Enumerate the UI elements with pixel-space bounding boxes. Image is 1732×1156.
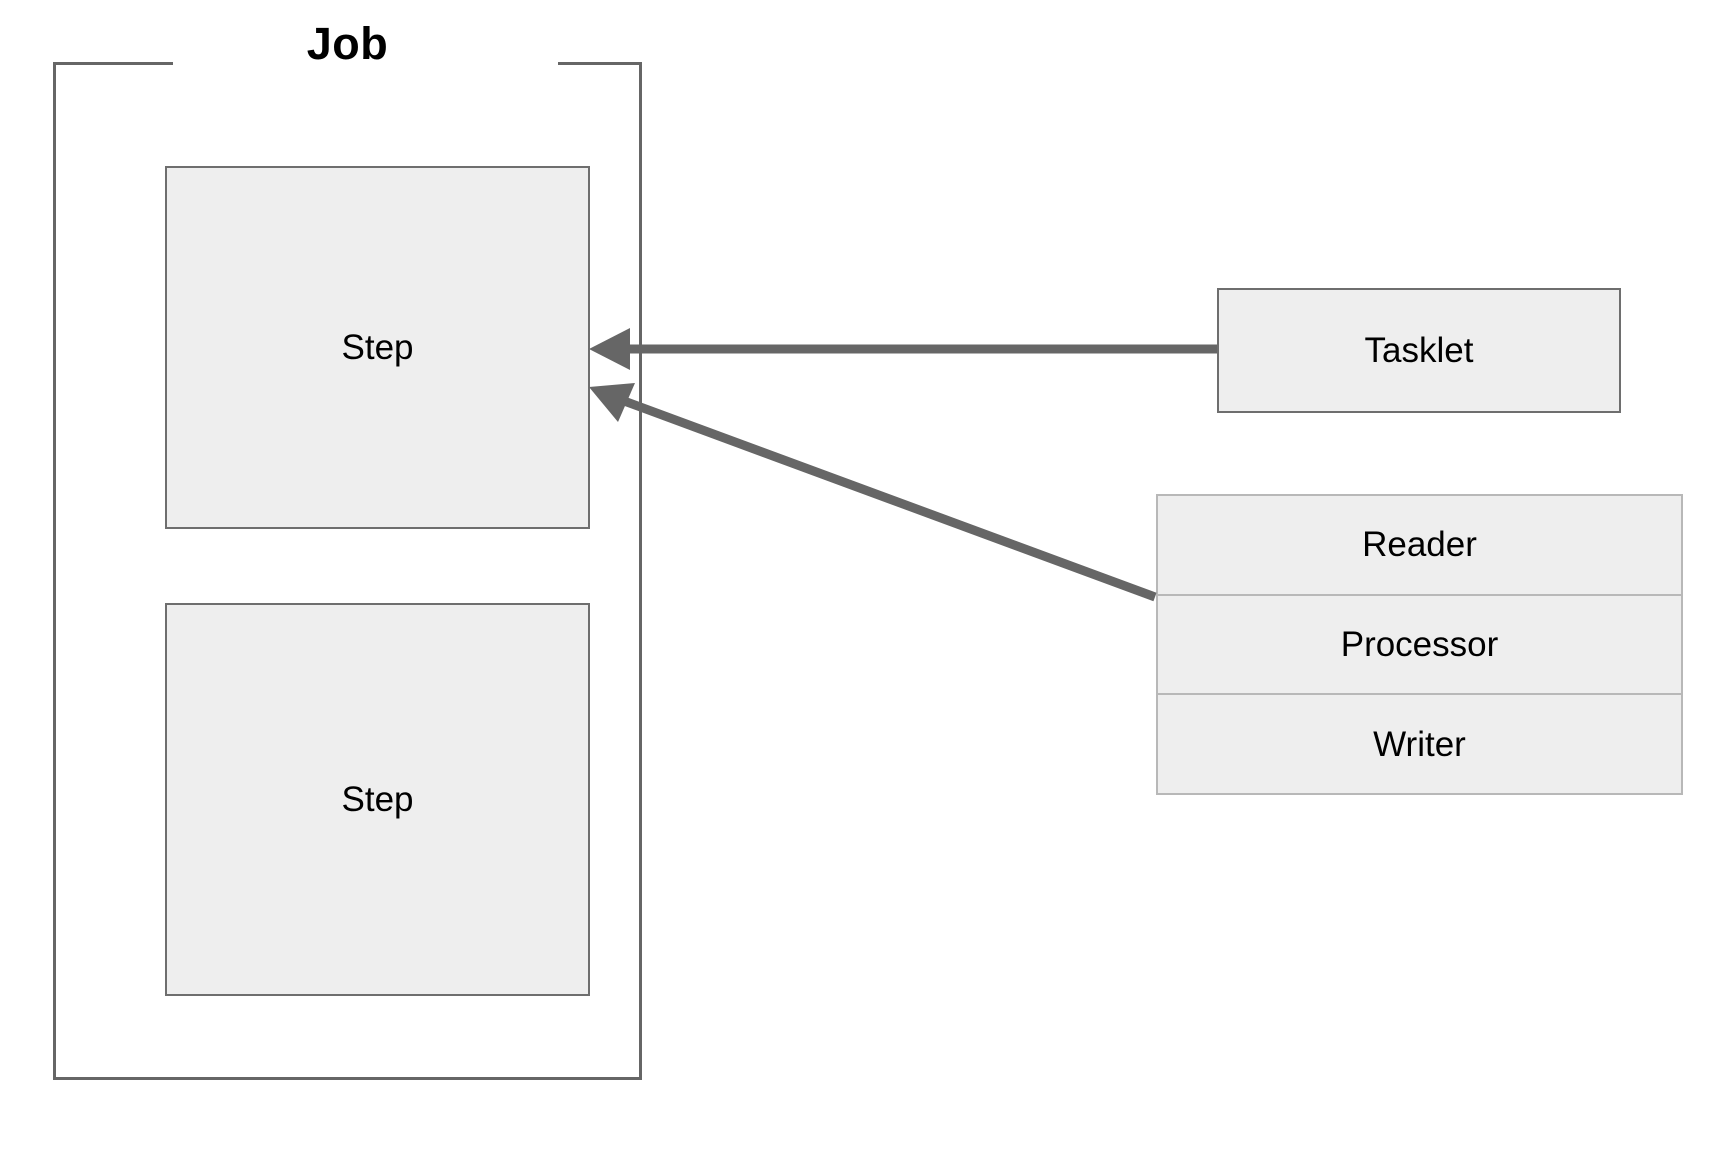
connector-chunk-to-step-line: [614, 393, 1157, 602]
connector-chunk-to-step: [589, 383, 1157, 602]
chunk-row-reader-label: Reader: [1362, 525, 1477, 565]
chunk-row-processor-label: Processor: [1340, 625, 1499, 664]
chunk-row-processor[interactable]: Processor: [1158, 596, 1681, 696]
step-box-1[interactable]: Step: [165, 166, 590, 529]
job-border-top-left: [53, 62, 173, 65]
step-box-2[interactable]: Step: [165, 603, 590, 996]
step-box-2-label: Step: [341, 780, 414, 819]
job-border-right: [639, 62, 642, 1080]
job-border-top-right: [558, 62, 642, 65]
step-box-1-label: Step: [341, 328, 414, 367]
tasklet-box[interactable]: Tasklet: [1217, 288, 1621, 413]
connector-tasklet-to-step: [589, 328, 1217, 370]
job-border-left: [53, 62, 56, 1080]
job-border-bottom: [53, 1077, 642, 1080]
chunk-stack: Reader Processor Writer: [1156, 494, 1683, 795]
chunk-row-writer-label: Writer: [1373, 724, 1466, 764]
chunk-row-reader[interactable]: Reader: [1158, 496, 1681, 596]
job-group-title: Job: [306, 18, 389, 69]
tasklet-label: Tasklet: [1364, 331, 1474, 370]
chunk-row-writer[interactable]: Writer: [1158, 695, 1681, 793]
